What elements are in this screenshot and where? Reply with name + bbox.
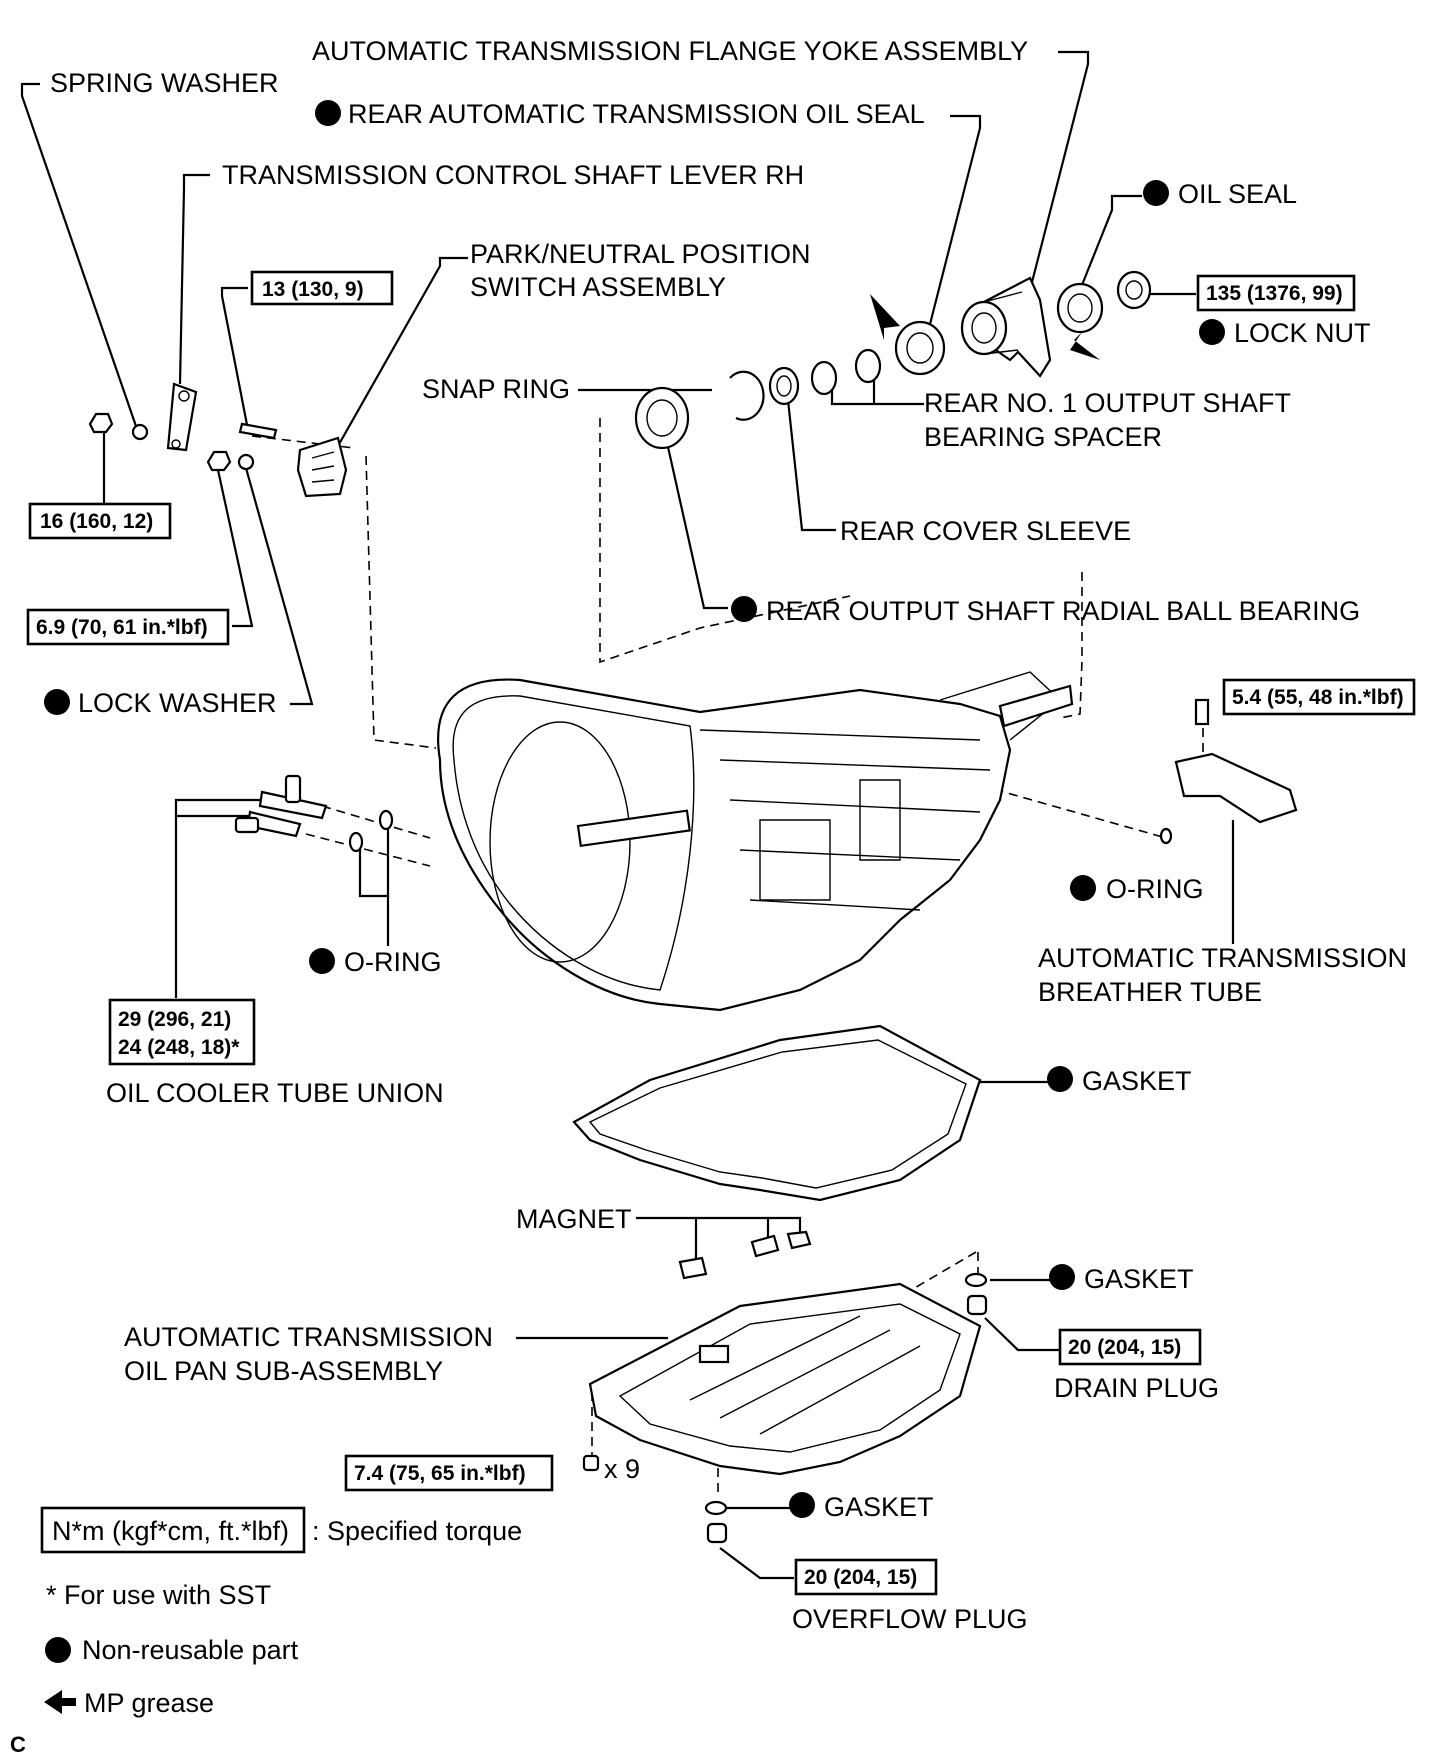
- transmission-case-part: [437, 671, 1074, 1012]
- part-labels: AUTOMATIC TRANSMISSION FLANGE YOKE ASSEM…: [50, 36, 1407, 1634]
- torque-20-overflow: 20 (204, 15): [804, 1566, 917, 1589]
- label-gasket-drain: GASKET: [1084, 1264, 1194, 1294]
- non-reusable-markers: [44, 100, 1225, 1518]
- label-pn-switch-1: PARK/NEUTRAL POSITION: [470, 239, 811, 269]
- torque-29: 29 (296, 21): [118, 1008, 231, 1031]
- corner-mark: C: [10, 1732, 26, 1757]
- label-breather-1: AUTOMATIC TRANSMISSION: [1038, 943, 1407, 973]
- torque-boxes: [26, 270, 1416, 1596]
- snap-ring-part: [729, 370, 765, 421]
- label-lock-nut: LOCK NUT: [1234, 318, 1371, 348]
- label-breather-2: BREATHER TUBE: [1038, 977, 1262, 1007]
- oil-seal-part: [1056, 282, 1104, 334]
- legend-non-reusable-dot: [45, 1637, 71, 1663]
- spacer-rings: [768, 348, 882, 406]
- magnet-parts: [678, 1230, 812, 1280]
- label-flange-yoke: AUTOMATIC TRANSMISSION FLANGE YOKE ASSEM…: [312, 36, 1028, 66]
- lock-nut-part: [1116, 270, 1152, 310]
- torque-13: 13 (130, 9): [262, 278, 364, 301]
- legend: N*m (kgf*cm, ft.*lbf) : Specified torque…: [10, 1516, 522, 1757]
- label-overflow-plug: OVERFLOW PLUG: [792, 1604, 1028, 1634]
- torque-135: 135 (1376, 99): [1206, 282, 1343, 305]
- torque-20-drain: 20 (204, 15): [1068, 1336, 1181, 1359]
- assembly-dashed-lines: [251, 418, 1204, 1496]
- oil-pan-part: [588, 1282, 982, 1476]
- oil-cooler-union-part: [234, 774, 394, 853]
- torque-24: 24 (248, 18)*: [118, 1036, 240, 1059]
- small-fasteners: [88, 412, 278, 472]
- label-rear-oil-seal: REAR AUTOMATIC TRANSMISSION OIL SEAL: [348, 99, 925, 129]
- label-pn-switch-2: SWITCH ASSEMBLY: [470, 272, 726, 302]
- label-gasket-pan: GASKET: [1082, 1066, 1192, 1096]
- legend-torque-unit: N*m (kgf*cm, ft.*lbf): [52, 1516, 289, 1546]
- label-radial-bearing: REAR OUTPUT SHAFT RADIAL BALL BEARING: [766, 596, 1360, 626]
- label-gasket-overflow: GASKET: [824, 1492, 934, 1522]
- mp-grease-arrows: [870, 294, 1100, 360]
- legend-mp-grease: MP grease: [84, 1688, 214, 1718]
- label-rear-cover-sleeve: REAR COVER SLEEVE: [840, 516, 1131, 546]
- label-snap-ring: SNAP RING: [422, 374, 570, 404]
- label-oil-cooler: OIL COOLER TUBE UNION: [106, 1078, 444, 1108]
- torque-7-4: 7.4 (75, 65 in.*lbf): [354, 1462, 526, 1485]
- label-o-ring-right: O-RING: [1106, 874, 1204, 904]
- label-lock-washer: LOCK WASHER: [78, 688, 277, 718]
- torque-6-9: 6.9 (70, 61 in.*lbf): [36, 616, 208, 639]
- pan-gasket-part: [572, 1024, 982, 1202]
- label-oil-seal: OIL SEAL: [1178, 179, 1297, 209]
- label-o-ring-left: O-RING: [344, 947, 442, 977]
- breather-tube-part: [1159, 698, 1298, 845]
- torque-values: 13 (130, 9) 135 (1376, 99) 16 (160, 12) …: [36, 278, 1404, 1589]
- label-spacer-2: BEARING SPACER: [924, 422, 1162, 452]
- legend-sst-note: * For use with SST: [46, 1580, 271, 1610]
- plug-parts: [582, 1272, 988, 1544]
- legend-non-reusable: Non-reusable part: [82, 1635, 299, 1665]
- pn-switch-part: [296, 436, 348, 498]
- label-oil-pan-1: AUTOMATIC TRANSMISSION: [124, 1322, 493, 1352]
- legend-torque-desc: : Specified torque: [312, 1516, 522, 1546]
- torque-5-4: 5.4 (55, 48 in.*lbf): [1232, 686, 1404, 709]
- label-magnet: MAGNET: [516, 1204, 632, 1234]
- label-x9: x 9: [604, 1454, 640, 1484]
- radial-bearing-part: [634, 386, 690, 450]
- control-shaft-lever-part: [166, 382, 198, 452]
- label-drain-plug: DRAIN PLUG: [1054, 1373, 1219, 1403]
- legend-arrow-icon: [44, 1690, 76, 1714]
- label-spacer-1: REAR NO. 1 OUTPUT SHAFT: [924, 388, 1291, 418]
- label-control-shaft-lever: TRANSMISSION CONTROL SHAFT LEVER RH: [222, 160, 804, 190]
- flange-yoke-part: [960, 276, 1052, 378]
- torque-16: 16 (160, 12): [40, 510, 153, 533]
- rear-oil-seal-part: [894, 320, 946, 376]
- label-spring-washer: SPRING WASHER: [50, 68, 279, 98]
- label-oil-pan-2: OIL PAN SUB-ASSEMBLY: [124, 1356, 443, 1386]
